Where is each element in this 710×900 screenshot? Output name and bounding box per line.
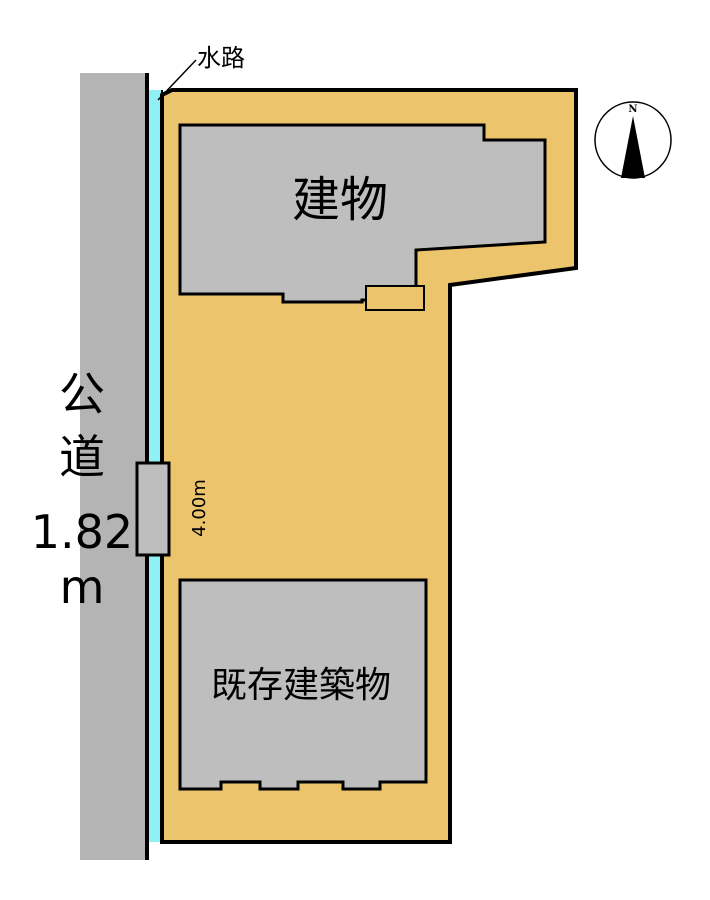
water-channel-label: 水路 — [197, 44, 245, 72]
road-label-line2: 道 — [59, 430, 105, 484]
north-compass-icon: N — [594, 101, 672, 179]
road-width-value: 1.82 — [31, 505, 133, 559]
compass-needle — [621, 116, 645, 178]
frontage-bridge — [135, 461, 171, 557]
building-label: 建物 — [292, 172, 388, 228]
road-width-unit: m — [60, 560, 105, 614]
existing-building-footprint — [178, 578, 428, 791]
existing-building-label: 既存建築物 — [211, 665, 391, 706]
building-porch — [365, 285, 425, 311]
frontage-dimension: 4.00m — [189, 479, 210, 537]
road-label-line1: 公 — [59, 367, 105, 421]
compass-north-letter: N — [628, 104, 637, 115]
water-channel-leader — [157, 59, 197, 101]
